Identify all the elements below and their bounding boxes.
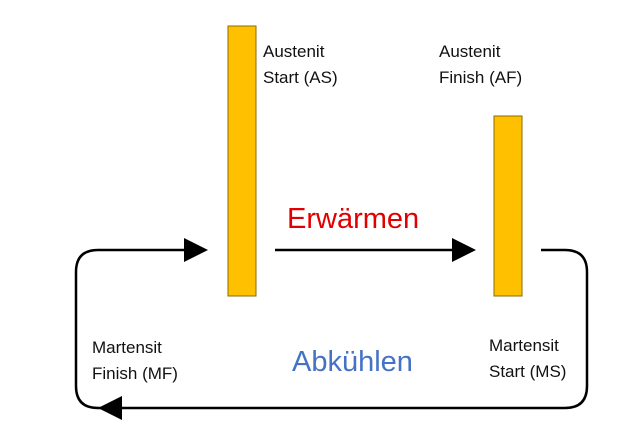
martensite-start-label: Martensit Start (MS) bbox=[489, 333, 566, 385]
cycle-return-path-left bbox=[74, 248, 203, 410]
martensite-start-label-line2: Start (MS) bbox=[489, 362, 567, 381]
austenite-finish-label-line2: Finish (AF) bbox=[439, 68, 523, 87]
martensite-finish-label-line1: Martensit bbox=[92, 338, 162, 357]
martensite-finish-label: Martensit Finish (MF) bbox=[92, 335, 178, 387]
cooling-arrowhead bbox=[98, 396, 122, 420]
cooling-label: Abkühlen bbox=[292, 346, 413, 378]
heating-arrowhead bbox=[452, 238, 476, 262]
heating-label: Erwärmen bbox=[287, 203, 420, 235]
cooling-path bbox=[118, 248, 589, 410]
austenite-start-label-line1: Austenit bbox=[263, 42, 325, 61]
austenite-finish-label: Austenit Finish (AF) bbox=[439, 39, 522, 91]
austenite-start-label: Austenit Start (AS) bbox=[263, 39, 338, 91]
austenite-start-label-line2: Start (AS) bbox=[263, 68, 338, 87]
austenite-finish-label-line1: Austenit bbox=[439, 42, 501, 61]
martensite-finish-label-line2: Finish (MF) bbox=[92, 364, 178, 383]
austenite-start-bar bbox=[227, 25, 257, 297]
arrowhead-into-as-bar bbox=[184, 238, 208, 262]
austenite-finish-bar bbox=[493, 115, 523, 297]
martensite-start-label-line1: Martensit bbox=[489, 336, 559, 355]
